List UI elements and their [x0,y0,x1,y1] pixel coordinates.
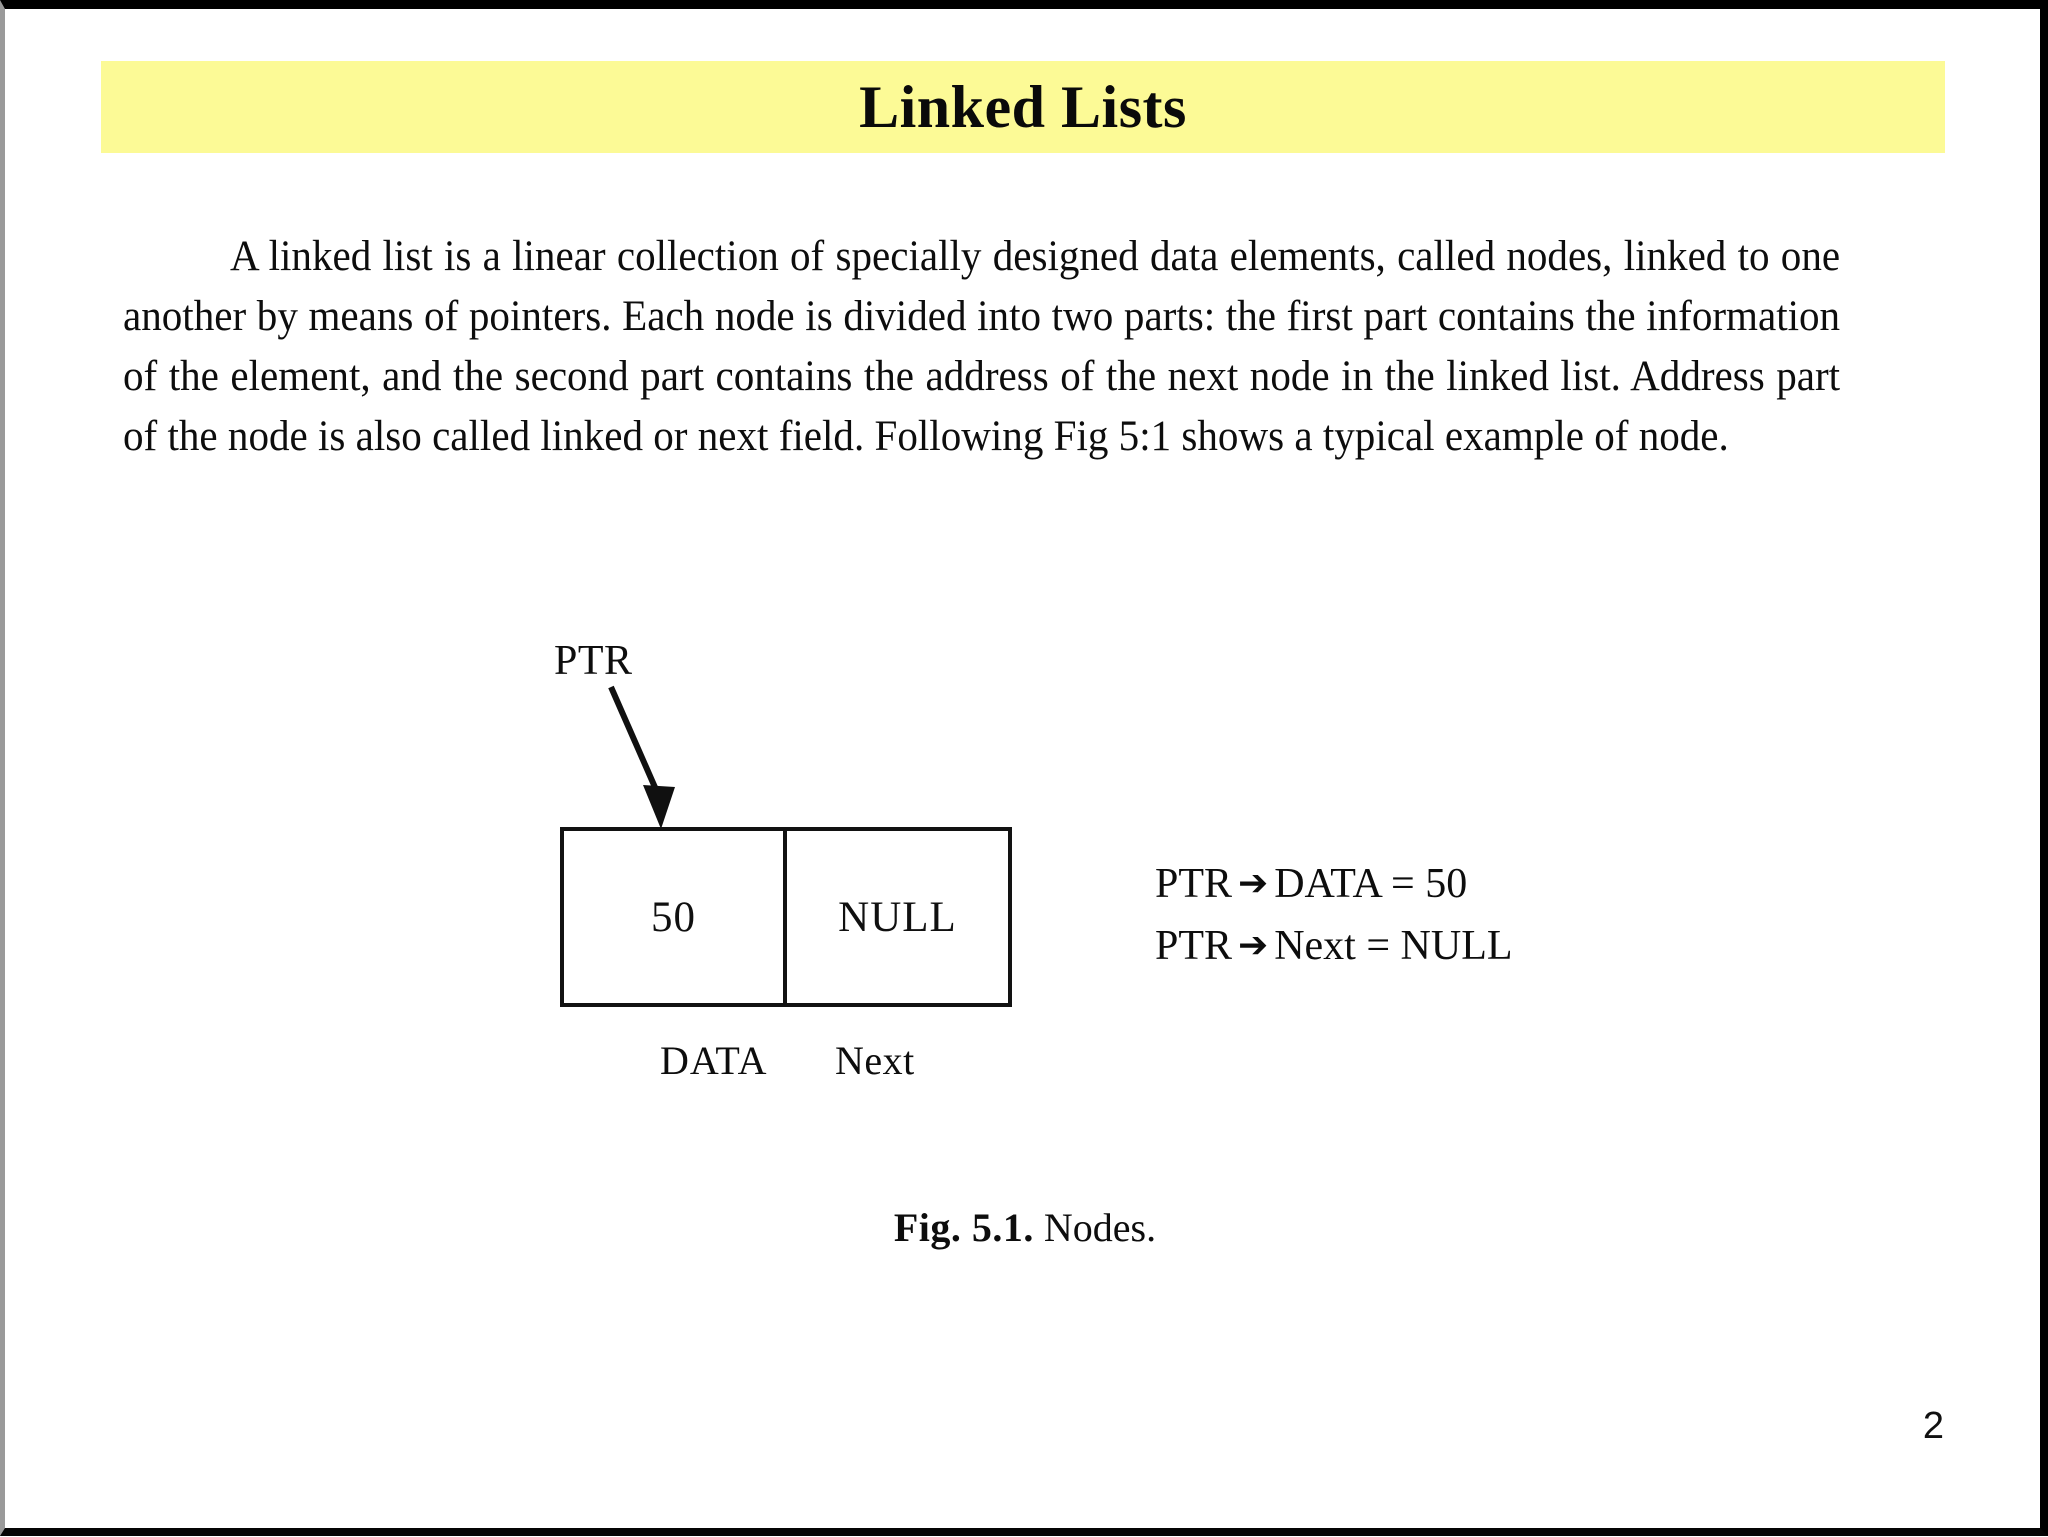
ptr-label: PTR [554,638,633,684]
figure-caption-name: Nodes. [1043,1205,1157,1250]
annotation-line-next: PTR➔Next = NULL [1155,916,1513,978]
title-banner: Linked Lists [101,61,1945,153]
node-next-cell: NULL [838,893,957,941]
right-arrow-icon: ➔ [1238,863,1269,904]
pointer-annotations: PTR➔DATA = 50 PTR➔Next = NULL [1155,854,1513,978]
node-next-caption: Next [835,1038,915,1083]
body-paragraph: A linked list is a linear collection of … [123,233,1841,460]
annotation-pointer: PTR [1155,923,1233,969]
annotation-expression: Next = NULL [1274,923,1513,969]
page-number: 2 [1922,1405,1944,1447]
node-box: 50 NULL [560,827,1012,1007]
ptr-arrow-icon [608,685,675,829]
right-arrow-icon: ➔ [1238,925,1269,966]
node-data-cell: 50 [564,831,787,1003]
node-data-caption: DATA [660,1038,768,1083]
annotation-expression: DATA = 50 [1274,861,1468,907]
page-title: Linked Lists [859,74,1187,140]
annotation-line-data: PTR➔DATA = 50 [1155,854,1513,916]
figure-caption: Fig. 5.1. Nodes. [5,1204,2045,1251]
annotation-pointer: PTR [1155,861,1233,907]
figure-caption-number: Fig. 5.1. [893,1205,1034,1250]
